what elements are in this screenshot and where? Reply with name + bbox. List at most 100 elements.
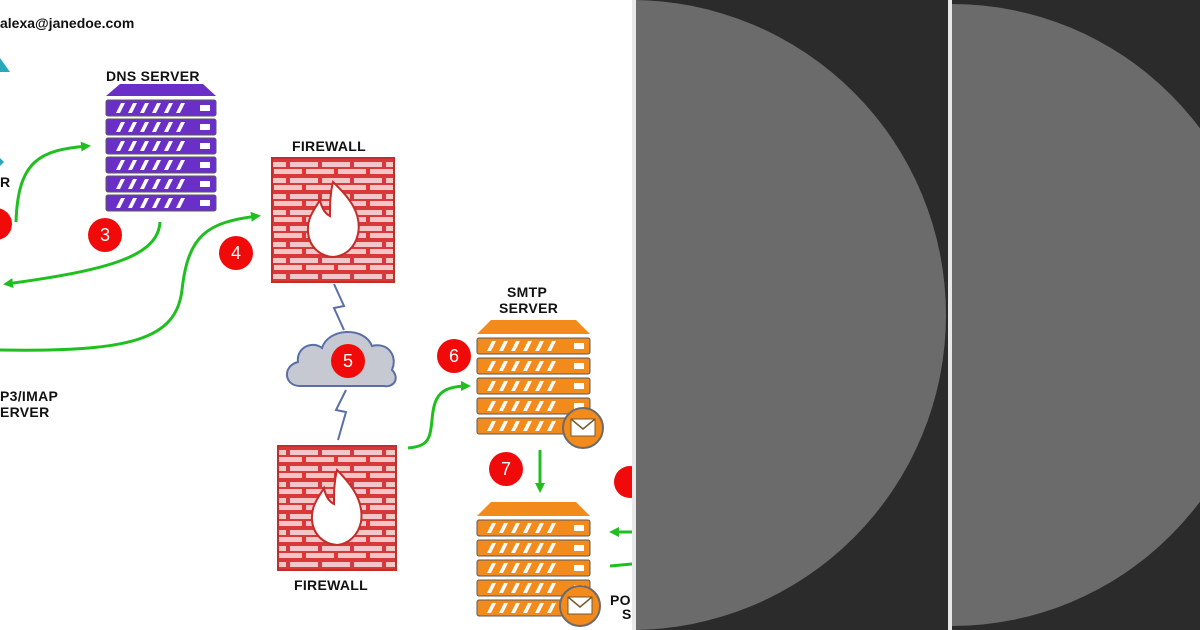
pop-led	[574, 565, 584, 571]
smtp-stripe	[547, 381, 556, 391]
smtp-stripe	[535, 401, 544, 411]
step-badge-5: 5	[331, 344, 365, 378]
smtp-stripe	[523, 341, 532, 351]
dns-server-icon	[105, 84, 217, 212]
pop-stripe	[535, 563, 544, 573]
dns-led	[200, 105, 210, 111]
pop3-imap-label-line2: ERVER	[0, 404, 50, 420]
email-address: alexa@janedoe.com	[0, 15, 135, 31]
dns-stripe	[176, 122, 185, 132]
smtp-stripe	[511, 341, 520, 351]
smtp-stripe	[523, 401, 532, 411]
divider-right	[948, 0, 952, 630]
step-badge-6: 6	[437, 339, 471, 373]
dns-led	[200, 143, 210, 149]
pop-stripe	[523, 563, 532, 573]
pop-stripe	[487, 603, 496, 613]
dns-stripe	[152, 122, 161, 132]
dns-stripe	[176, 198, 185, 208]
smtp-stripe	[547, 361, 556, 371]
link-top	[332, 283, 346, 331]
smtp-stripe	[487, 381, 496, 391]
user-small-icon	[0, 158, 4, 166]
smtp-stripe	[547, 401, 556, 411]
pop-stripe	[523, 523, 532, 533]
pop-stripe	[499, 583, 508, 593]
firewall-top-label: FIREWALL	[292, 138, 366, 154]
smtp-stripe	[511, 421, 520, 431]
dns-stripe	[128, 160, 137, 170]
smtp-unit	[476, 377, 591, 395]
dns-led	[200, 181, 210, 187]
arrow-to-smtp	[407, 381, 471, 450]
pop-stripe	[523, 543, 532, 553]
pop-server-icon	[476, 502, 601, 627]
smtp-stripe	[499, 381, 508, 391]
smtp-stripe	[523, 421, 532, 431]
dns-stripe	[140, 122, 149, 132]
dns-led	[200, 162, 210, 168]
smtp-stripe	[535, 361, 544, 371]
pop-stripe	[535, 543, 544, 553]
dns-stripe	[164, 141, 173, 151]
smtp-stripe	[523, 361, 532, 371]
firewall-bottom-icon	[277, 445, 397, 571]
dns-stripe	[116, 179, 125, 189]
pop-stripe	[487, 543, 496, 553]
arrow-to-dns	[14, 141, 91, 223]
step-badge-4: 4	[219, 236, 253, 270]
pop-unit	[476, 539, 591, 557]
dns-stripe	[140, 141, 149, 151]
pop-stripe	[511, 603, 520, 613]
user-triangle-icon	[0, 58, 10, 72]
dns-led	[200, 200, 210, 206]
dns-stripe	[116, 103, 125, 113]
dns-stripe	[140, 160, 149, 170]
dns-stripe	[140, 103, 149, 113]
dns-stripe	[140, 198, 149, 208]
smtp-stripe	[499, 421, 508, 431]
badge-partial-left	[0, 208, 12, 240]
smtp-stripe	[535, 421, 544, 431]
dns-stripe	[164, 122, 173, 132]
pop-label-line2: S	[622, 606, 632, 622]
dns-stripe	[164, 103, 173, 113]
pop-mail-badge-icon	[559, 585, 601, 627]
smtp-stripe	[499, 401, 508, 411]
dns-stripe	[176, 179, 185, 189]
smtp-stripe	[511, 361, 520, 371]
pop-stripe	[487, 523, 496, 533]
smtp-stripe	[499, 361, 508, 371]
firewall-bottom-label: FIREWALL	[294, 577, 368, 593]
placeholder-panel-1	[636, 0, 948, 630]
smtp-stripe	[511, 381, 520, 391]
pop-unit	[476, 559, 591, 577]
dns-stripe	[164, 198, 173, 208]
dns-stripe	[152, 103, 161, 113]
pop-label-line1: PO	[610, 592, 631, 608]
dns-led	[200, 124, 210, 130]
placeholder-panel-2	[952, 0, 1200, 630]
link-bottom	[334, 389, 348, 441]
smtp-mail-badge-icon	[562, 407, 604, 449]
dns-stripe	[176, 103, 185, 113]
firewall-top-icon	[271, 157, 395, 283]
dns-stripe	[164, 179, 173, 189]
pop-stripe	[523, 583, 532, 593]
pop-stripe	[499, 563, 508, 573]
step-badge-7: 7	[489, 452, 523, 486]
email-flow-diagram: alexa@janedoe.com DNS SERVER FIREWALL FI…	[0, 0, 632, 630]
dns-server-label: DNS SERVER	[106, 68, 200, 84]
pop-stripe	[511, 543, 520, 553]
pop-unit	[476, 519, 591, 537]
divider-left	[632, 0, 636, 630]
pop-led	[574, 525, 584, 531]
pop-stripe	[547, 563, 556, 573]
badge-partial-right	[614, 466, 632, 498]
pop3-imap-label-line1: P3/IMAP	[0, 388, 59, 404]
dns-stripe	[128, 198, 137, 208]
pop-stripe	[523, 603, 532, 613]
pop-stripe	[547, 543, 556, 553]
pop-stripe	[511, 563, 520, 573]
smtp-led	[574, 363, 584, 369]
